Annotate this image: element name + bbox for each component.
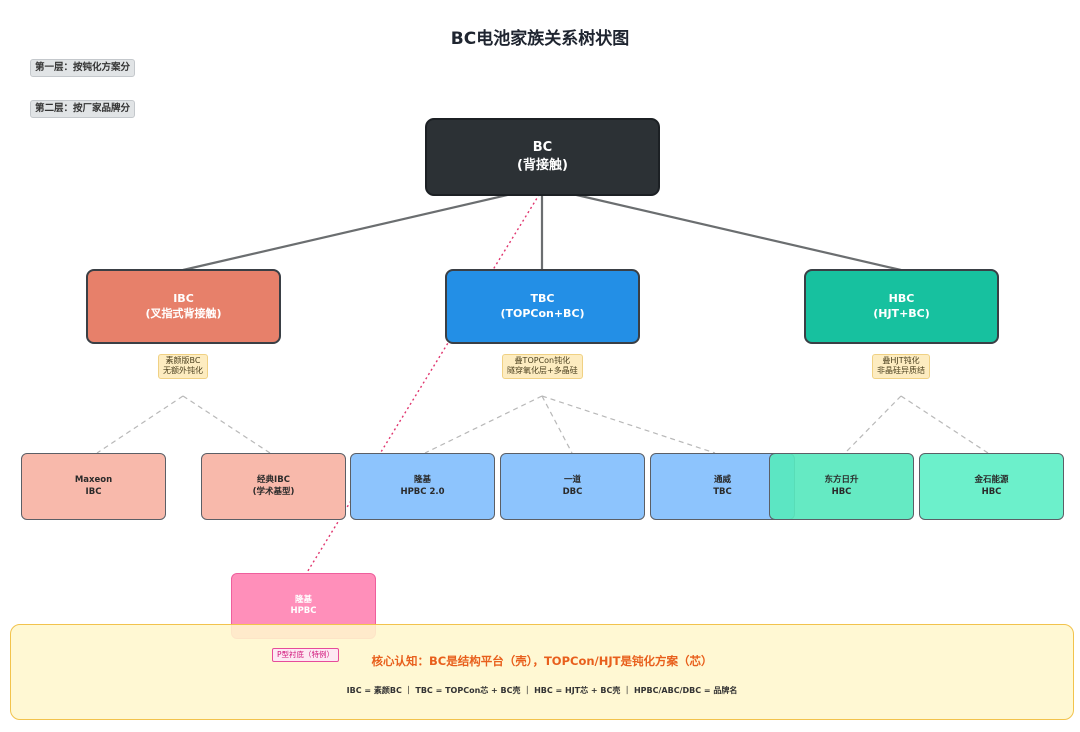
edge-hbc-jinshi: [900, 395, 989, 454]
node-sublabel: TBC: [713, 486, 732, 497]
note-tbc: 叠TOPCon钝化 隧穿氧化层+多晶硅: [502, 354, 583, 379]
node-longi-hpbc2[interactable]: 隆基 HPBC 2.0: [350, 453, 495, 520]
node-label: 隆基: [294, 594, 312, 605]
node-yidao-dbc[interactable]: 一道 DBC: [500, 453, 645, 520]
note-line: 无额外钝化: [163, 366, 203, 376]
node-sublabel: (TOPCon+BC): [500, 306, 585, 320]
node-risen-hbc[interactable]: 东方日升 HBC: [769, 453, 914, 520]
core-insight-box: 核心认知：BC是结构平台（壳），TOPCon/HJT是钝化方案（芯） IBC =…: [10, 624, 1074, 720]
node-label: 隆基: [413, 475, 431, 486]
node-sublabel: (学术基型): [252, 486, 295, 497]
layer-tag-second: 第二层：按厂家品牌分: [30, 100, 136, 118]
node-label: TBC: [530, 291, 555, 305]
note-line: 非晶硅异质结: [877, 366, 925, 376]
node-sublabel: DBC: [562, 486, 583, 497]
core-insight-title: 核心认知：BC是结构平台（壳），TOPCon/HJT是钝化方案（芯）: [371, 654, 713, 668]
node-maxeon-ibc[interactable]: Maxeon IBC: [21, 453, 166, 520]
node-bc-root[interactable]: BC (背接触): [425, 118, 660, 196]
node-label: HBC: [888, 291, 915, 305]
diagram-title: BC电池家族关系树状图: [450, 29, 630, 49]
node-sublabel: IBC: [85, 486, 102, 497]
layer-tag-first: 第一层：按钝化方案分: [30, 59, 136, 77]
note-ibc: 素颜版BC 无额外钝化: [158, 354, 208, 379]
node-jinshi-hbc[interactable]: 金石能源 HBC: [919, 453, 1064, 520]
edge-tbc-tongwei: [541, 395, 716, 454]
edge-bc-hbc: [541, 185, 902, 272]
node-label: 金石能源: [974, 475, 1009, 486]
node-sublabel: (叉指式背接触): [145, 306, 222, 320]
node-sublabel: (HJT+BC): [873, 306, 930, 320]
node-label: 经典IBC: [257, 475, 290, 486]
edge-hbc-risen: [844, 395, 902, 454]
edge-tbc-yidao: [541, 395, 573, 454]
node-sublabel: HPBC: [290, 606, 317, 616]
node-sublabel: (背接触): [517, 158, 568, 173]
edge-ibc-classic: [182, 395, 271, 454]
node-tbc[interactable]: TBC (TOPCon+BC): [445, 269, 640, 344]
node-label: 一道: [563, 475, 581, 486]
note-line: 叠HJT钝化: [882, 356, 920, 365]
node-sublabel: HBC: [981, 486, 1002, 497]
node-label: BC: [532, 140, 553, 156]
node-ibc[interactable]: IBC (叉指式背接触): [86, 269, 281, 344]
node-sublabel: HPBC 2.0: [400, 486, 445, 497]
node-label: 东方日升: [824, 475, 859, 486]
note-hbc: 叠HJT钝化 非晶硅异质结: [872, 354, 930, 379]
edge-tbc-longi: [424, 395, 543, 454]
note-line: 隧穿氧化层+多晶硅: [507, 366, 578, 376]
edge-ibc-maxeon: [96, 395, 184, 454]
edge-bc-ibc: [182, 185, 543, 272]
node-label: Maxeon: [74, 475, 113, 486]
node-sublabel: HBC: [831, 486, 852, 497]
node-hbc[interactable]: HBC (HJT+BC): [804, 269, 999, 344]
node-classic-ibc[interactable]: 经典IBC (学术基型): [201, 453, 346, 520]
note-line: 素颜版BC: [165, 356, 201, 365]
node-label: IBC: [173, 291, 194, 305]
core-insight-subtitle: IBC = 素颜BC ｜ TBC = TOPCon芯 + BC壳 ｜ HBC =…: [346, 686, 738, 695]
node-label: 通威: [713, 475, 731, 486]
special-case-tag: P型衬底（特例）: [272, 648, 340, 662]
note-line: 叠TOPCon钝化: [514, 356, 571, 365]
